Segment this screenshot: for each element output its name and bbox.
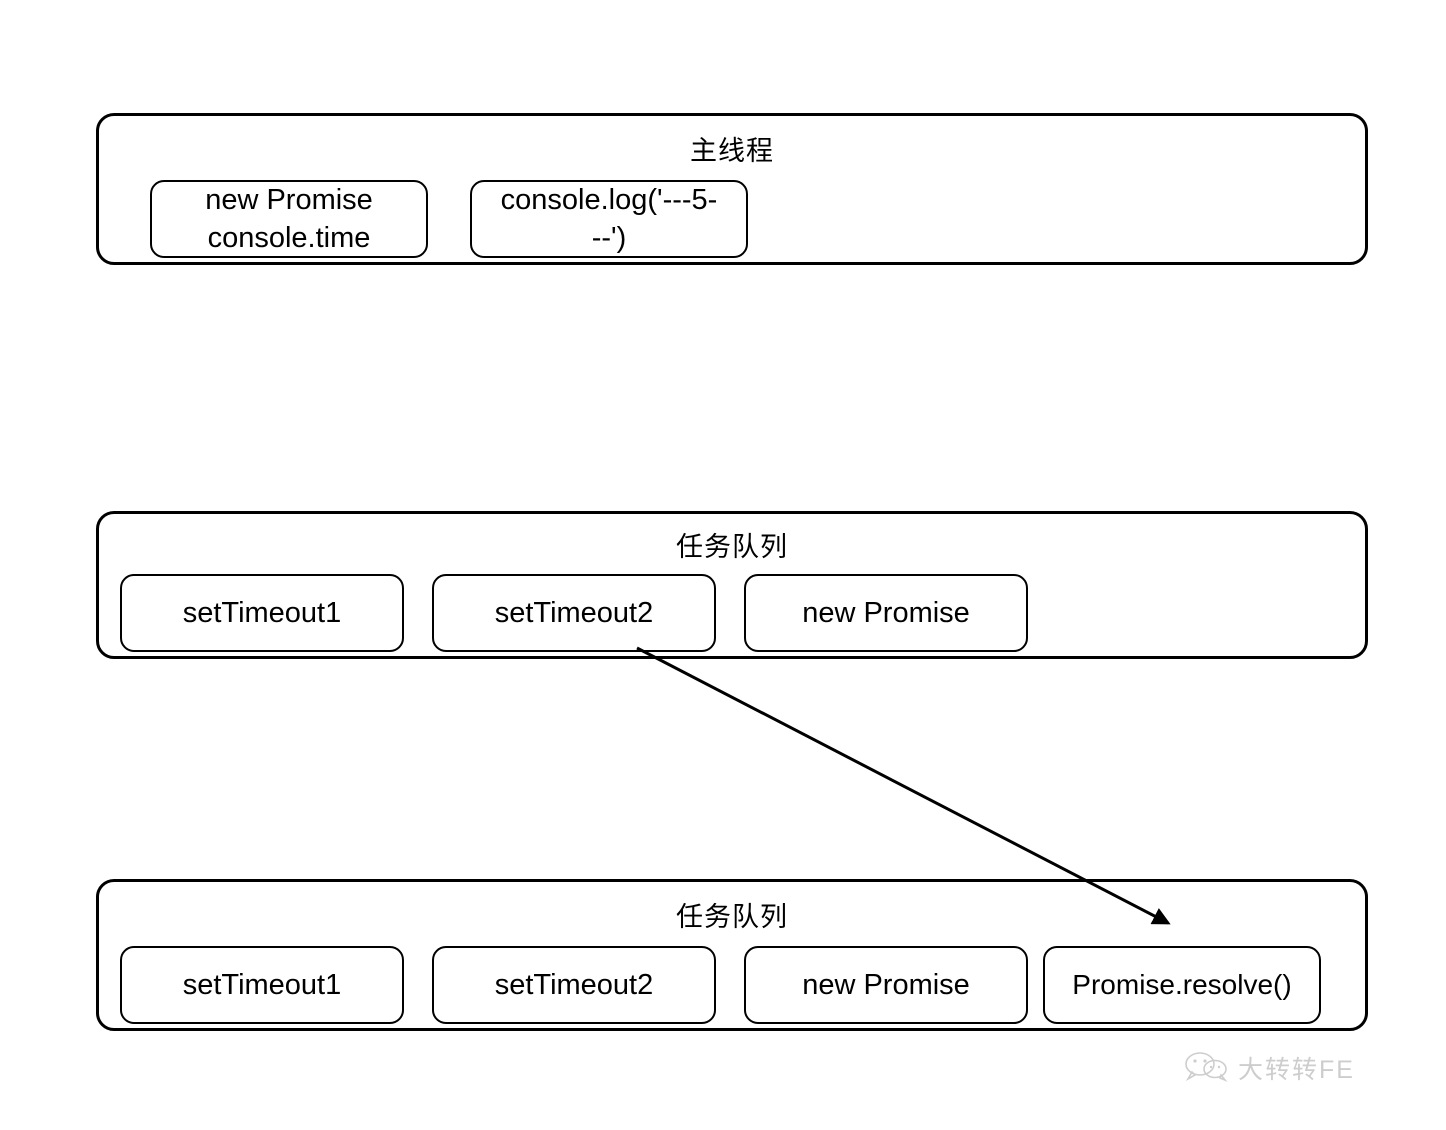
task-box-label: setTimeout1 [182,969,342,1001]
section-task-queue-before: 任务队列 setTimeout1 setTimeout2 new Promise [96,511,1368,659]
task-box-label: setTimeout1 [182,597,342,629]
section-task-queue-after: 任务队列 setTimeout1 setTimeout2 new Promise… [96,879,1368,1031]
task-box-new-promise-console-time[interactable]: new Promise console.time [150,180,428,258]
task-box-settimeout1[interactable]: setTimeout1 [120,574,404,652]
task-box-settimeout2[interactable]: setTimeout2 [432,574,716,652]
task-box-label: setTimeout2 [494,969,654,1001]
task-box-label: new Promise console.time [205,184,373,254]
wechat-icon [1184,1052,1230,1087]
task-box-label: Promise.resolve() [1072,969,1292,1000]
task-box-new-promise[interactable]: new Promise [744,574,1028,652]
section-main-thread: 主线程 new Promise console.time console.log… [96,113,1368,265]
section-title-task-queue-before: 任务队列 [676,532,788,562]
task-box-settimeout1[interactable]: setTimeout1 [120,946,404,1024]
section-title-task-queue-after: 任务队列 [676,902,788,932]
task-box-label: new Promise [802,969,970,1001]
section-title-main-thread: 主线程 [690,136,774,166]
watermark: 大转转FE [1184,1052,1355,1087]
task-box-console-log[interactable]: console.log('---5- --') [470,180,748,258]
task-box-label: new Promise [802,597,970,629]
task-box-settimeout2[interactable]: setTimeout2 [432,946,716,1024]
task-box-label: console.log('---5- --') [500,184,718,254]
task-box-new-promise[interactable]: new Promise [744,946,1028,1024]
task-box-label: setTimeout2 [494,597,654,629]
task-box-promise-resolve[interactable]: Promise.resolve() [1043,946,1321,1024]
watermark-text: 大转转FE [1238,1055,1355,1084]
